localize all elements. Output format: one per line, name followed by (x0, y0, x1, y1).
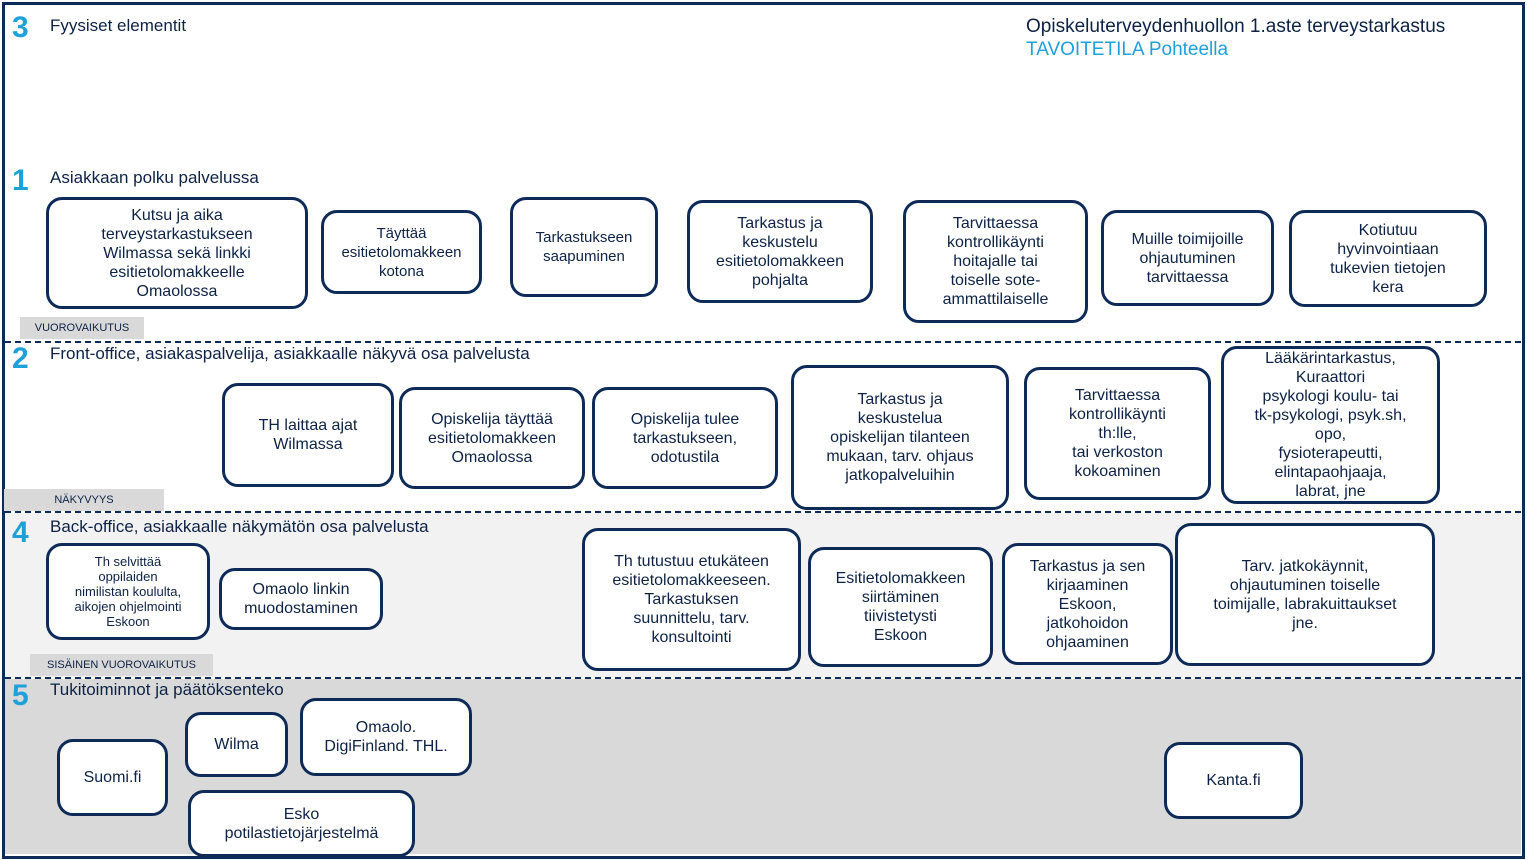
separator-line-internal (5, 677, 1521, 679)
back-step-student-list: Th selvittää oppilaiden nimilistan koulu… (46, 543, 210, 640)
separator-line-visibility (5, 511, 1521, 513)
lane-title-support: Tukitoiminnot ja päätöksenteko (50, 680, 284, 699)
front-step-checkup-discussion: Tarkastus ja keskustelua opiskelijan til… (791, 365, 1009, 510)
front-step-student-form: Opiskelija täyttää esitietolomakkeen Oma… (399, 387, 585, 489)
lane-number-physical: 3 (12, 11, 29, 44)
lane-number-journey: 1 (12, 164, 29, 197)
back-step-transfer-form: Esitietolomakkeen siirtäminen tiivistety… (808, 547, 993, 667)
support-wilma: Wilma (185, 712, 288, 777)
back-step-record-checkup: Tarkastus ja sen kirjaaminen Eskoon, jat… (1002, 543, 1173, 665)
front-step-schedule: TH laittaa ajat Wilmassa (222, 383, 394, 487)
separator-line-interaction (5, 341, 1521, 343)
journey-step-control-visit: Tarvittaessa kontrollikäynti hoitajalle … (903, 200, 1088, 323)
support-esko: Esko potilastietojärjestelmä (188, 790, 415, 857)
diagram-title: Opiskeluterveydenhuollon 1.aste terveyst… (1026, 16, 1446, 37)
tag-interaction: VUOROVAIKUTUS (20, 317, 144, 339)
journey-step-arrival: Tarkastukseen saapuminen (510, 197, 658, 297)
support-kanta-fi: Kanta.fi (1164, 742, 1303, 819)
journey-step-referral: Muille toimijoille ohjautuminen tarvitta… (1101, 210, 1274, 306)
lane-title-journey: Asiakkaan polku palvelussa (50, 168, 259, 187)
back-step-review-form: Th tutustuu etukäteen esitietolomakkeese… (582, 528, 801, 671)
journey-step-home: Kotiutuu hyvinvointiaan tukevien tietoje… (1289, 210, 1487, 307)
front-step-waiting: Opiskelija tulee tarkastukseen, odotusti… (592, 387, 778, 489)
support-suomi-fi: Suomi.fi (57, 739, 168, 816)
front-step-control-visit: Tarvittaessa kontrollikäynti th:lle, tai… (1024, 367, 1211, 500)
lane-title-front: Front-office, asiakaspalvelija, asiakkaa… (50, 344, 530, 363)
back-step-follow-ups: Tarv. jatkokäynnit, ohjautuminen toisell… (1175, 523, 1435, 666)
journey-step-invitation: Kutsu ja aika terveystarkastukseen Wilma… (46, 197, 308, 309)
journey-step-checkup: Tarkastus ja keskustelu esitietolomakkee… (687, 200, 873, 303)
diagram-subtitle: TAVOITETILA Pohteella (1026, 39, 1229, 60)
lane-number-front: 2 (12, 342, 29, 375)
tag-internal-interaction: SISÄINEN VUOROVAIKUTUS (30, 654, 213, 676)
support-omaolo-digifinland-thl: Omaolo. DigiFinland. THL. (300, 698, 472, 776)
journey-step-fill-form: Täyttää esitietolomakkeen kotona (321, 210, 482, 294)
lane-number-support: 5 (12, 679, 29, 712)
lane-title-back: Back-office, asiakkaalle näkymätön osa p… (50, 517, 429, 536)
back-step-omaolo-link: Omaolo linkin muodostaminen (219, 568, 383, 630)
lane-number-back: 4 (12, 516, 29, 549)
tag-visibility: NÄKYVYYS (4, 489, 164, 511)
front-step-specialists: Lääkärintarkastus, Kuraattori psykologi … (1221, 346, 1440, 504)
lane-title-physical: Fyysiset elementit (50, 16, 187, 35)
